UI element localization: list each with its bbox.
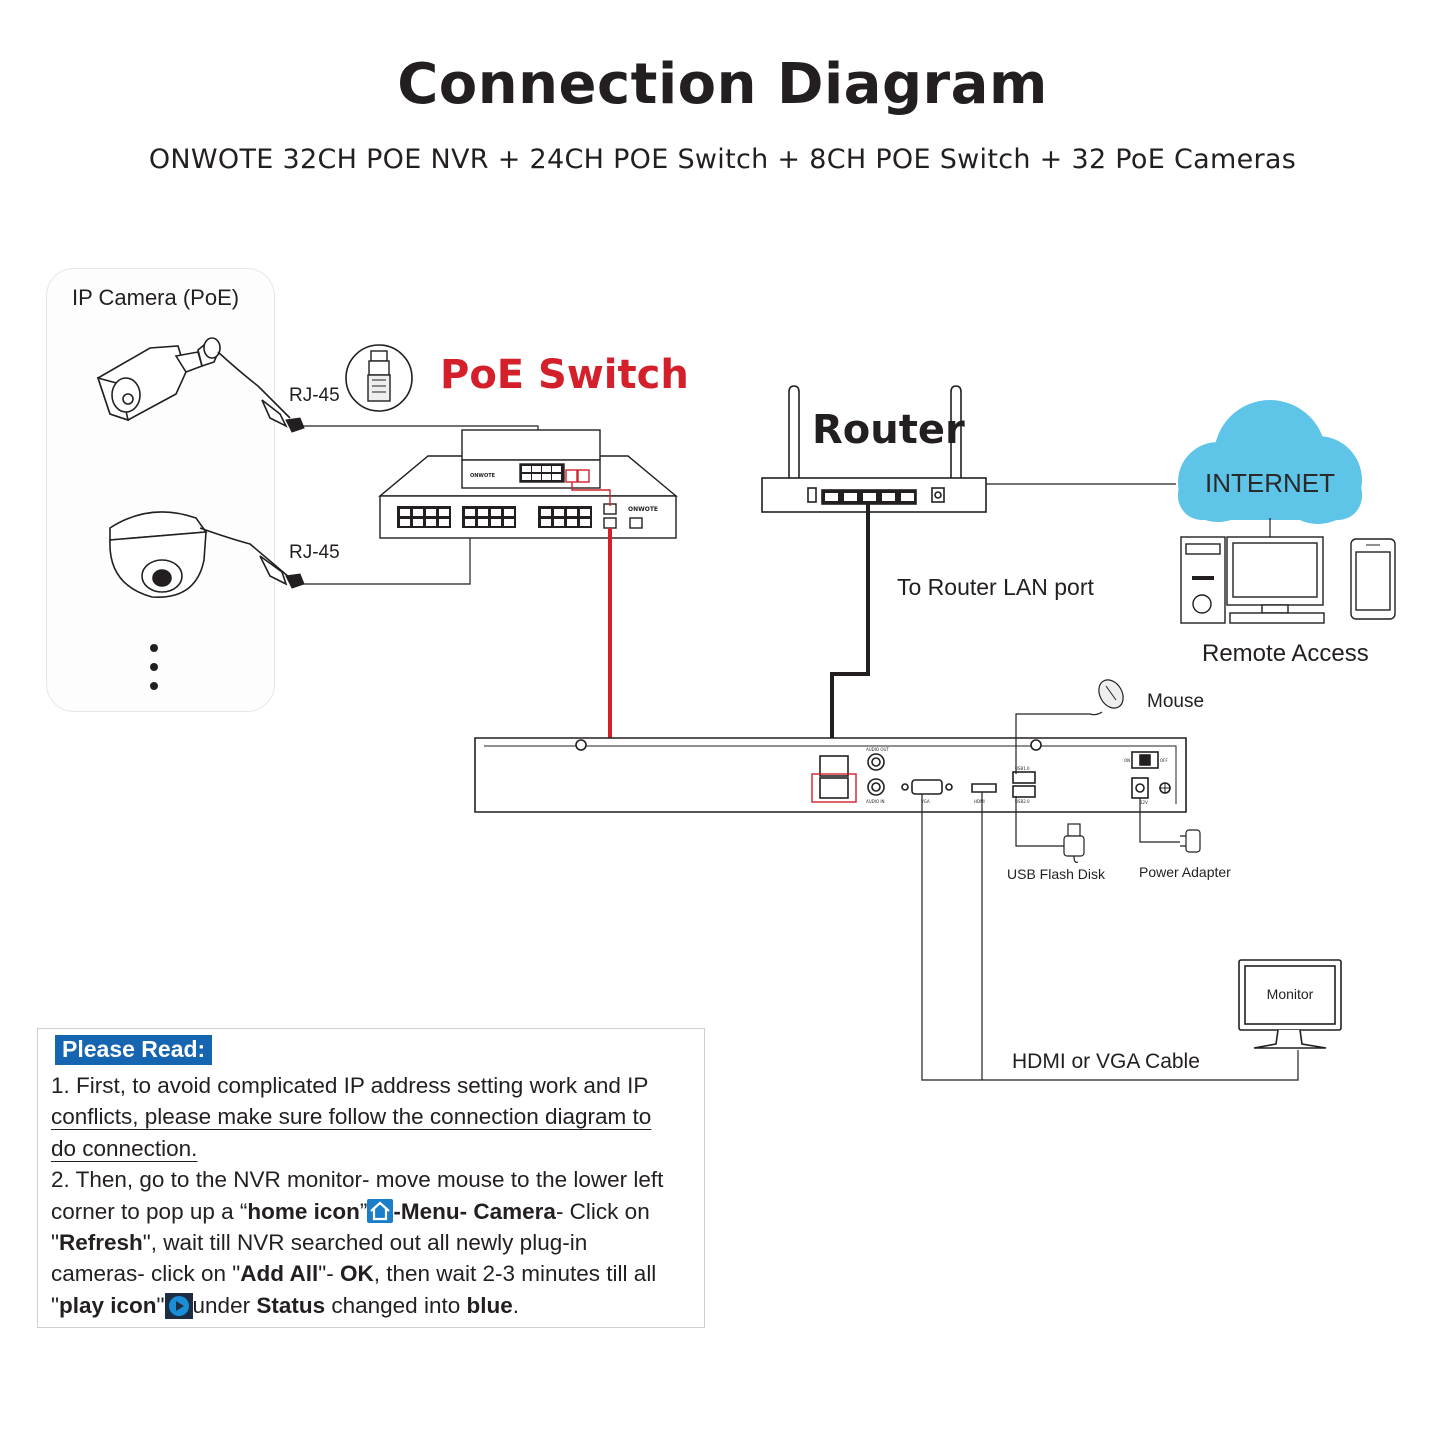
camera-plug-icon — [285, 417, 305, 589]
router-lan-label: To Router LAN port — [897, 574, 1094, 600]
page-title: Connection Diagram — [397, 52, 1048, 117]
vga-label: VGA — [921, 799, 930, 804]
smartphone-icon — [1350, 538, 1396, 620]
router-icon — [761, 385, 987, 513]
more-cameras-dots — [150, 644, 158, 690]
bullet-camera-icon — [96, 337, 291, 428]
menu-camera-term: -Menu- Camera — [393, 1198, 556, 1224]
monitor-icon — [1238, 959, 1342, 1049]
please-read-box — [37, 1028, 705, 1328]
play-icon-term: play icon — [59, 1292, 157, 1318]
step1-line2-text: conflicts, please make sure follow the c… — [51, 1104, 652, 1130]
mouse-label: Mouse — [1147, 691, 1205, 712]
switch-brand-large: ONWOTE — [628, 506, 658, 513]
step1-line1: 1. First, to avoid complicated IP addres… — [51, 1073, 649, 1098]
poe-switch-title: PoE Switch — [440, 352, 689, 398]
rj45-label-bottom: RJ-45 — [289, 542, 340, 563]
power-adapter-label: Power Adapter — [1139, 864, 1231, 880]
step2-text: changed into — [325, 1292, 467, 1318]
power-on-label: ON — [1124, 758, 1130, 763]
add-all-term: Add All — [240, 1261, 319, 1287]
home-icon-term: home icon — [247, 1198, 360, 1224]
power-off-label: OFF — [1160, 758, 1168, 763]
home-icon — [367, 1198, 394, 1223]
mouse-icon — [1098, 679, 1124, 709]
status-term: Status — [256, 1292, 326, 1318]
usb1-label: USB1.0 — [1015, 766, 1030, 771]
usb-flash-disk-label: USB Flash Disk — [1007, 866, 1106, 882]
camera-panel — [46, 268, 275, 712]
nvr-icon — [474, 737, 1187, 813]
dc-in-label: 12V — [1140, 800, 1148, 805]
poe-switch-8ch-icon — [461, 429, 601, 489]
hdmi-vga-cable-label: HDMI or VGA Cable — [1012, 1050, 1200, 1073]
step2-text: cameras- click on " — [51, 1261, 241, 1287]
dome-camera-icon — [109, 511, 291, 598]
power-adapter-icon — [1180, 829, 1201, 853]
step2-text: " — [51, 1230, 59, 1256]
pc-tower-icon — [1180, 536, 1226, 624]
step2-text: "- — [318, 1261, 340, 1287]
router-title: Router — [812, 407, 965, 453]
step2-line4: cameras- click on "Add All"- OK, then wa… — [51, 1258, 699, 1289]
instructions-text: 1. First, to avoid complicated IP addres… — [51, 1070, 699, 1321]
step2-line1: 2. Then, go to the NVR monitor- move mou… — [51, 1167, 664, 1193]
step1-line3: do connection. — [51, 1133, 699, 1164]
step2-text: - Click on — [555, 1198, 650, 1224]
please-read-badge: Please Read: — [55, 1035, 213, 1065]
play-icon — [164, 1292, 193, 1319]
step2-text: " — [51, 1292, 59, 1318]
step2-text: , then wait 2-3 minutes till all — [373, 1261, 657, 1287]
refresh-term: Refresh — [59, 1230, 143, 1256]
internet-cloud-icon — [1178, 400, 1362, 524]
step1-line3-text: do connection. — [51, 1135, 198, 1161]
step2-text: . — [512, 1292, 520, 1318]
step2-text: ” — [359, 1198, 368, 1224]
step2-line3: "Refresh", wait till NVR searched out al… — [51, 1227, 699, 1258]
step1-line2: conflicts, please make sure follow the c… — [51, 1101, 699, 1132]
step2-text: corner to pop up a “ — [51, 1198, 248, 1224]
internet-label: INTERNET — [1205, 468, 1335, 498]
nvr-port-labels: AUDIO OUT AUDIO IN VGA HDMI USB1.0 USB2.… — [866, 747, 1168, 805]
remote-access-label: Remote Access — [1202, 640, 1369, 667]
switch-brand-small: ONWOTE — [470, 473, 496, 479]
hdmi-label: HDMI — [974, 799, 985, 804]
step2-line5: "play icon" under Status changed into blu… — [51, 1290, 699, 1321]
rj45-label-top: RJ-45 — [289, 385, 340, 406]
step2-text: ", wait till NVR searched out all newly … — [142, 1230, 588, 1256]
blue-term: blue — [466, 1292, 513, 1318]
step2-text: " — [156, 1292, 165, 1318]
camera-panel-title: IP Camera (PoE) — [72, 285, 240, 310]
desktop-monitor-icon — [1226, 536, 1325, 624]
usb2-label: USB2.0 — [1015, 799, 1030, 804]
nvr-peripheral-cables — [921, 711, 1299, 1081]
ok-term: OK — [339, 1261, 374, 1287]
usb-flash-disk-icon — [1063, 823, 1085, 863]
rj45-connector-icon — [345, 344, 413, 412]
step2-text: under — [192, 1292, 257, 1318]
monitor-label: Monitor — [1266, 986, 1314, 1002]
audio-out-label: AUDIO OUT — [866, 747, 889, 752]
step2-line2: corner to pop up a “home icon” -Menu- Cam… — [51, 1196, 699, 1227]
audio-in-label: AUDIO IN — [866, 799, 885, 804]
page-subtitle: ONWOTE 32CH POE NVR + 24CH POE Switch + … — [148, 144, 1297, 175]
router-lan-cable — [830, 504, 870, 764]
